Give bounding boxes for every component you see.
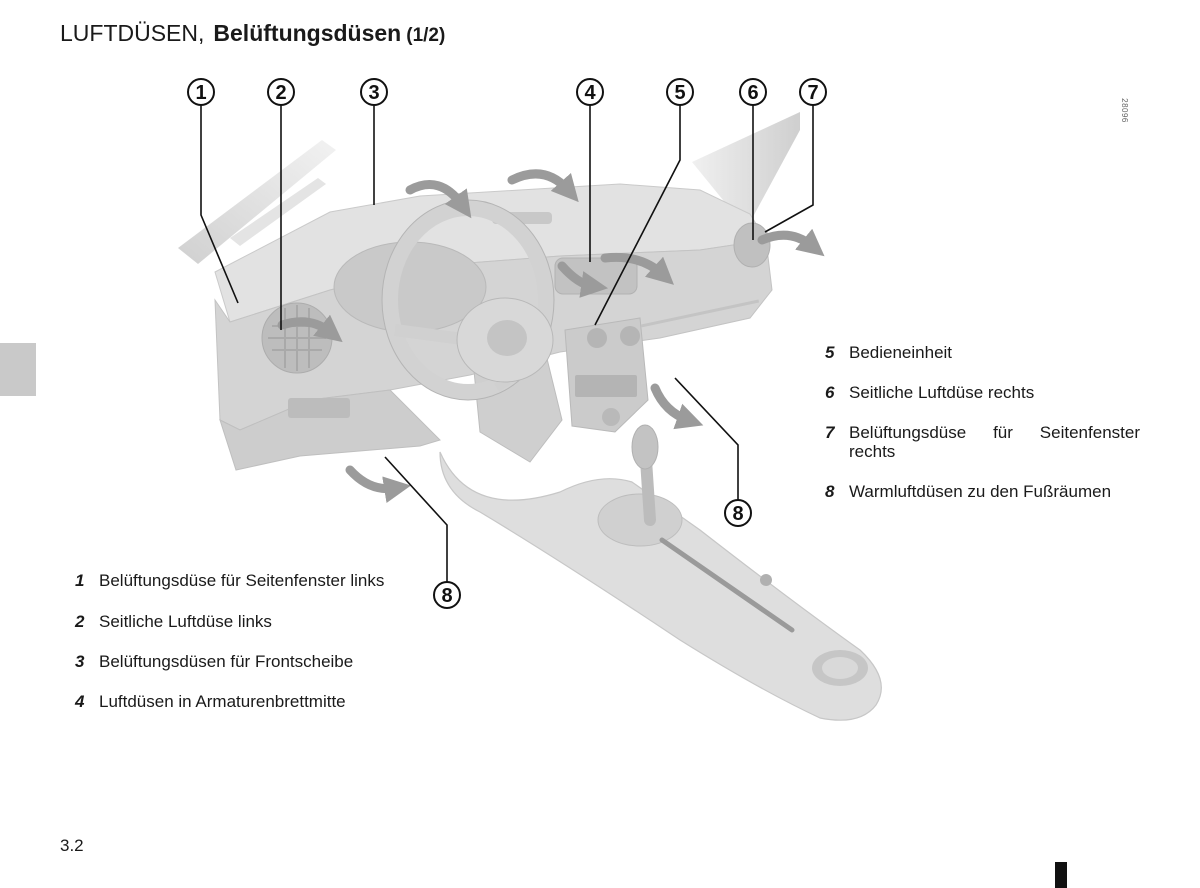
- leader-line-8-left: [384, 456, 448, 582]
- airflow-arrow-foot-left: [345, 465, 411, 504]
- airflow-arrow-windshield-right: [507, 169, 579, 203]
- callout-3: 3: [360, 78, 388, 106]
- page-title: LUFTDÜSEN, Belüftungsdüsen(1/2): [60, 22, 445, 47]
- windshield-frame-left: [230, 178, 326, 246]
- callout-8-left-label: 8: [441, 585, 452, 607]
- glovebox-line: [641, 299, 760, 328]
- callout-2-label: 2: [275, 82, 286, 104]
- gear-knob: [631, 424, 659, 470]
- leader-line-7: [764, 105, 814, 233]
- airflow-arrow-right-vent: [757, 228, 825, 257]
- control-knob-bottom: [602, 408, 620, 426]
- legend-number: 5: [825, 343, 835, 362]
- steering-logo: [487, 320, 527, 356]
- airflow-arrow-center-1: [557, 261, 609, 298]
- thumb-index-bar: [1055, 862, 1067, 888]
- callout-5-label: 5: [674, 82, 685, 104]
- airflow-arrow-foot-right: [650, 383, 704, 430]
- section-tab: [0, 343, 36, 396]
- page-number: 3.2: [60, 836, 84, 855]
- title-main: LUFTDÜSEN,: [60, 20, 205, 46]
- callout-8-right: 8: [724, 499, 752, 527]
- leader-line-5: [594, 105, 681, 326]
- callout-3-label: 3: [368, 82, 379, 104]
- callout-6: 6: [739, 78, 767, 106]
- callout-5: 5: [666, 78, 694, 106]
- legend-number: 1: [75, 571, 85, 590]
- airflow-arrow-windshield-left: [405, 180, 472, 219]
- callout-8-left: 8: [433, 581, 461, 609]
- left-a-pillar: [178, 140, 336, 264]
- callout-4: 4: [576, 78, 604, 106]
- airflow-arrow-center-2: [600, 252, 674, 285]
- legend-number: 2: [75, 612, 85, 631]
- title-part: (1/2): [406, 25, 446, 46]
- legend-text: Belüftungsdüse für Seitenfenster rechts: [849, 423, 1140, 461]
- callout-6-label: 6: [747, 82, 758, 104]
- callout-2: 2: [267, 78, 295, 106]
- legend-number: 8: [825, 482, 835, 501]
- legend-text: Belüftungsdüse für Seitenfenster links: [99, 571, 385, 590]
- callout-4-label: 4: [584, 82, 596, 104]
- callout-7-label: 7: [807, 82, 818, 104]
- legend-text: Warmluftdüsen zu den Fußräumen: [849, 482, 1112, 501]
- left-switch-panel: [288, 398, 350, 418]
- handbrake-slot: [659, 537, 795, 633]
- control-knob-left: [587, 328, 607, 348]
- leader-line-8-right: [674, 377, 739, 500]
- gear-boot: [597, 493, 683, 547]
- control-knob-right: [620, 326, 640, 346]
- leader-line-1: [200, 105, 239, 304]
- airflow-arrow-left-vent: [277, 314, 343, 343]
- legend-text: Seitliche Luftdüse rechts: [849, 383, 1035, 402]
- right-a-pillar: [692, 112, 800, 226]
- title-sub: Belüftungsdüsen: [213, 20, 402, 46]
- legend-number: 6: [825, 383, 835, 402]
- legend-number: 3: [75, 652, 85, 671]
- callout-8-right-label: 8: [732, 503, 743, 525]
- radio-unit: [575, 375, 637, 397]
- lower-left-panel: [219, 389, 441, 471]
- callout-1-label: 1: [195, 82, 206, 104]
- cup-holder-inner: [822, 657, 858, 679]
- legend-text: Luftdüsen in Armaturenbrettmitte: [99, 692, 346, 711]
- legend-number: 7: [825, 423, 835, 442]
- legend-text: Bedieneinheit: [849, 343, 953, 362]
- legend-text: Belüftungsdüsen für Frontscheibe: [99, 652, 354, 671]
- callout-7: 7: [799, 78, 827, 106]
- floor-console: [439, 451, 882, 721]
- legend-number: 4: [75, 692, 85, 711]
- callout-1: 1: [187, 78, 215, 106]
- handbrake-button: [760, 574, 772, 586]
- right-side-vent: [733, 222, 771, 268]
- legend-text: Seitliche Luftdüse links: [99, 612, 272, 631]
